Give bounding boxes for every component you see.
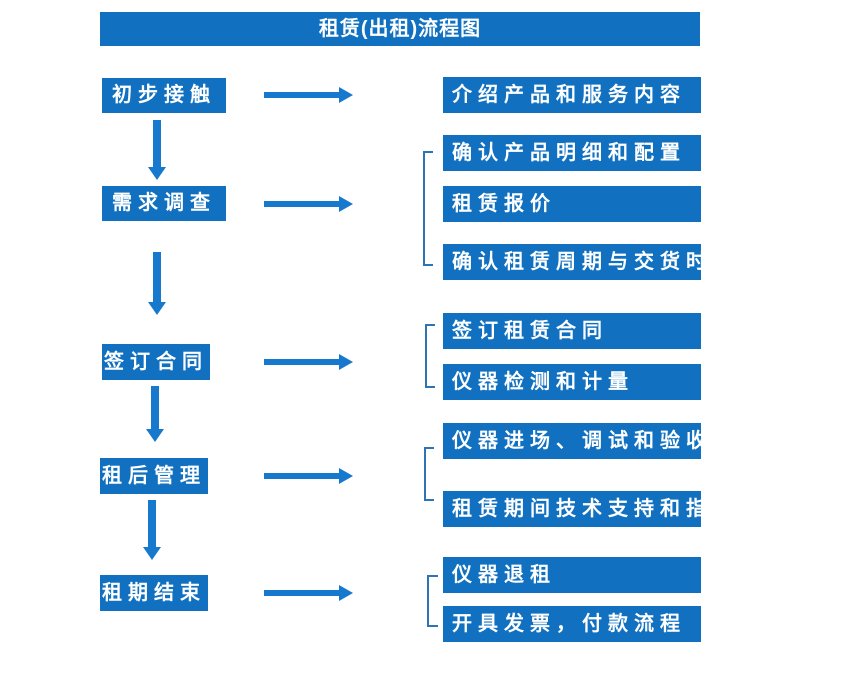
- arrow-shaft: [151, 386, 159, 429]
- arrow-head-right-icon: [339, 585, 353, 601]
- arrow-shaft: [264, 473, 339, 479]
- flowchart-title: 租赁(出租)流程图: [100, 12, 700, 46]
- arrow-shaft: [264, 201, 339, 207]
- output-box-invoice-payment-process: 开具发票，付款流程: [443, 606, 701, 642]
- right-arrow-1: [264, 87, 353, 103]
- stage-box-post-rental-management: 租后管理: [100, 458, 208, 494]
- output-box-instrument-arrival-commissioning: 仪器进场、调试和验收: [443, 423, 701, 459]
- arrow-head-down-icon: [143, 547, 161, 560]
- right-arrow-3: [264, 354, 353, 370]
- arrow-head-right-icon: [339, 87, 353, 103]
- output-box-confirm-rental-period-delivery: 确认租赁周期与交货时间: [443, 244, 701, 280]
- bracket-group-post-rental: [424, 447, 434, 501]
- arrow-head-down-icon: [146, 429, 164, 442]
- arrow-shaft: [153, 252, 161, 302]
- arrow-shaft: [148, 500, 156, 547]
- arrow-shaft: [264, 590, 339, 596]
- bracket-group-demand-survey: [423, 151, 433, 266]
- stage-box-rental-end: 租期结束: [100, 575, 208, 611]
- stage-box-initial-contact: 初步接触: [102, 78, 226, 113]
- output-box-instrument-inspection-measurement: 仪器检测和计量: [443, 364, 701, 400]
- arrow-head-down-icon: [148, 302, 166, 315]
- output-box-introduce-products-services: 介绍产品和服务内容: [443, 77, 701, 113]
- stage-box-demand-survey: 需求调查: [102, 186, 226, 221]
- stage-box-sign-contract: 签订合同: [102, 344, 210, 380]
- output-box-sign-rental-contract: 签订租赁合同: [443, 313, 701, 349]
- right-arrow-5: [264, 585, 353, 601]
- output-box-instrument-return: 仪器退租: [443, 557, 701, 593]
- down-arrow-3: [146, 386, 164, 442]
- arrow-head-right-icon: [339, 468, 353, 484]
- bracket-group-sign-contract: [425, 324, 435, 388]
- right-arrow-4: [264, 468, 353, 484]
- bracket-group-rental-end: [427, 575, 438, 627]
- down-arrow-1: [148, 120, 166, 180]
- arrow-shaft: [264, 359, 339, 365]
- arrow-shaft: [264, 92, 339, 98]
- arrow-head-right-icon: [339, 354, 353, 370]
- output-box-technical-support-guidance: 租赁期间技术支持和指导: [443, 491, 701, 527]
- arrow-head-down-icon: [148, 167, 166, 180]
- arrow-head-right-icon: [339, 196, 353, 212]
- down-arrow-2: [148, 252, 166, 315]
- output-box-rental-quotation: 租赁报价: [443, 186, 701, 222]
- arrow-shaft: [153, 120, 161, 167]
- down-arrow-4: [143, 500, 161, 560]
- output-box-confirm-product-details: 确认产品明细和配置: [443, 135, 701, 171]
- right-arrow-2: [264, 196, 353, 212]
